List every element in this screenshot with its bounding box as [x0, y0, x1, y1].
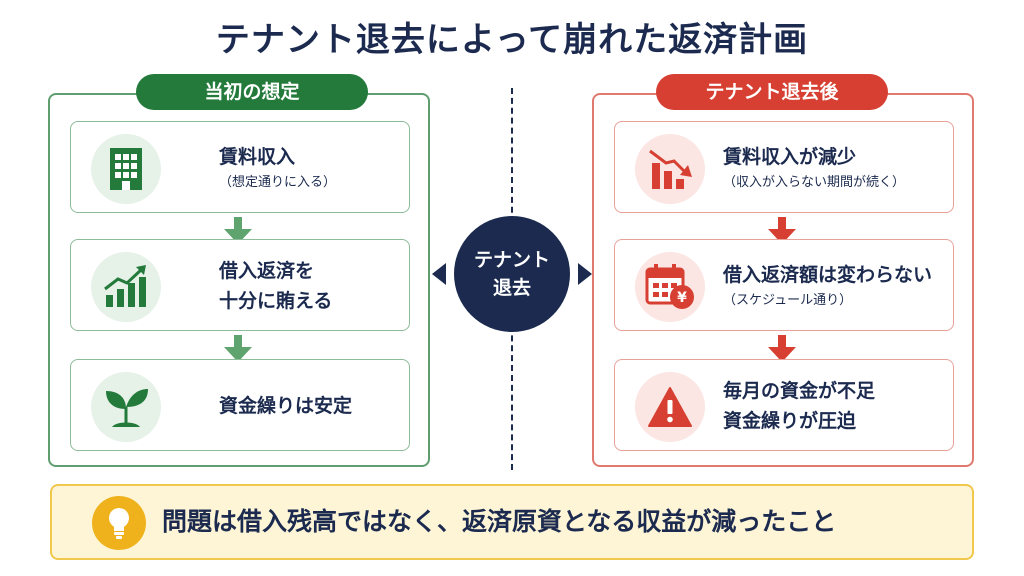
sprout-icon	[91, 372, 161, 442]
initial-plan-badge: 当初の想定	[136, 74, 368, 110]
initial-plan-panel: 賃料収入 （想定通りに入る） 借入返済を 十分に賄える	[48, 93, 430, 467]
declining-chart-icon	[635, 134, 705, 204]
after-vacancy-badge: テナント退去後	[656, 74, 888, 110]
tenant-vacancy-hub: テナント 退去	[454, 216, 570, 332]
card-title-line1: 毎月の資金が不足	[723, 380, 876, 402]
down-arrow-icon	[224, 335, 252, 362]
right-pointer-icon	[578, 263, 592, 285]
card-subtitle: （収入が入らない期間が続く）	[723, 175, 906, 190]
loan-repayment-card: 借入返済を 十分に賄える	[70, 239, 410, 331]
down-arrow-icon	[768, 217, 796, 244]
down-arrow-icon	[768, 335, 796, 362]
card-title: 借入返済額は変わらない	[723, 264, 933, 286]
calendar-yen-icon: ¥	[635, 252, 705, 322]
down-arrow-icon	[224, 217, 252, 244]
cash-shortage-card: 毎月の資金が不足 資金繰りが圧迫	[614, 359, 954, 451]
rent-decrease-card: 賃料収入が減少 （収入が入らない期間が続く）	[614, 121, 954, 213]
lightbulb-icon	[92, 496, 146, 550]
rent-income-card: 賃料収入 （想定通りに入る）	[70, 121, 410, 213]
card-subtitle: （想定通りに入る）	[219, 175, 337, 190]
conclusion-banner: 問題は借入残高ではなく、返済原資となる収益が減ったこと	[50, 484, 974, 560]
repayment-unchanged-card: ¥ 借入返済額は変わらない （スケジュール通り）	[614, 239, 954, 331]
card-title-line1: 借入返済を	[219, 260, 315, 282]
card-title: 賃料収入が減少	[723, 146, 857, 168]
growth-chart-icon	[91, 252, 161, 322]
page-title: テナント退去によって崩れた返済計画	[215, 20, 809, 60]
cashflow-stable-card: 資金繰りは安定	[70, 359, 410, 451]
svg-text:¥: ¥	[677, 290, 687, 306]
hub-line2: 退去	[492, 277, 531, 299]
conclusion-message: 問題は借入残高ではなく、返済原資となる収益が減ったこと	[162, 507, 837, 536]
card-title-line2: 十分に賄える	[219, 290, 333, 312]
hub-line1: テナント	[473, 249, 550, 271]
card-subtitle: （スケジュール通り）	[723, 293, 853, 308]
after-vacancy-panel: 賃料収入が減少 （収入が入らない期間が続く） ¥ 借入返済額は変わらない （スケ…	[592, 93, 974, 467]
card-title: 資金繰りは安定	[219, 395, 353, 417]
card-title-line2: 資金繰りが圧迫	[723, 410, 857, 432]
warning-icon	[635, 372, 705, 442]
card-title: 賃料収入	[219, 146, 296, 168]
left-pointer-icon	[432, 263, 446, 285]
building-icon	[91, 134, 161, 204]
